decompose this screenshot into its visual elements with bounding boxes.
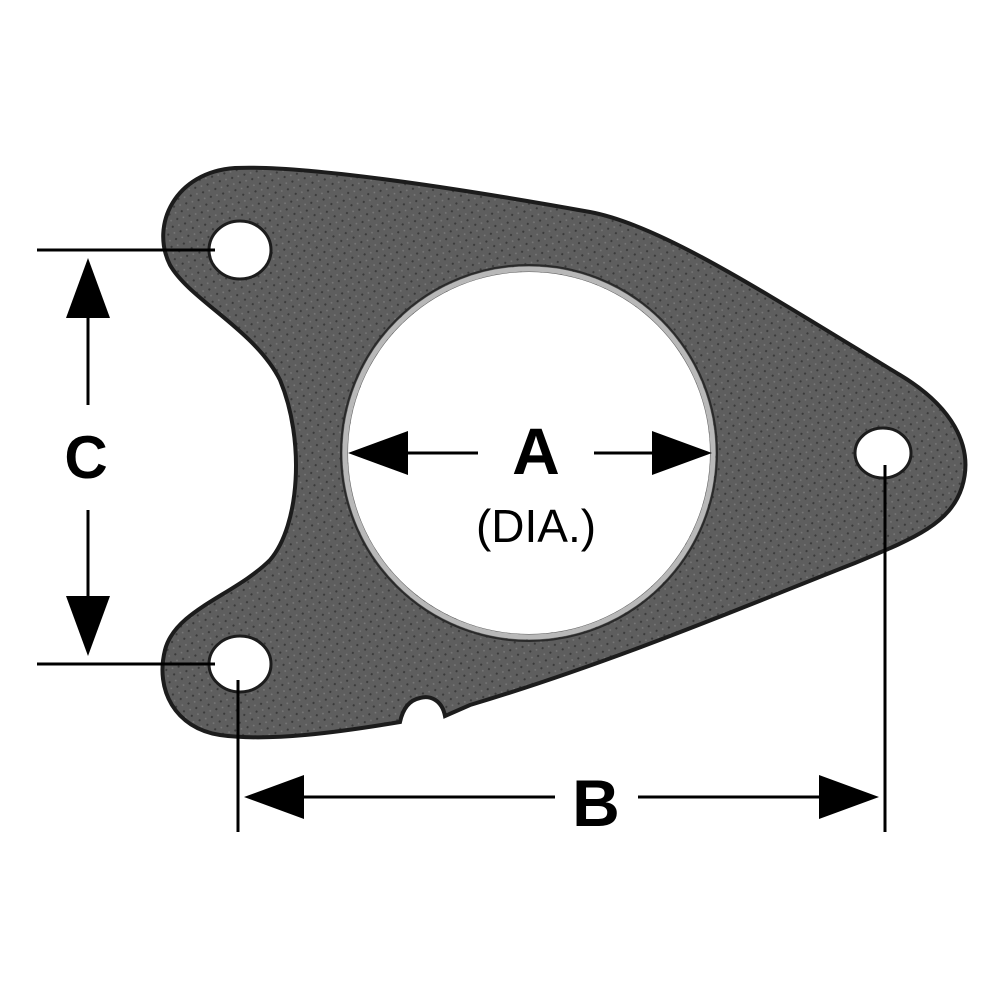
dimension-a bbox=[348, 431, 712, 475]
arrowhead-c-down bbox=[66, 596, 110, 656]
dimension-c bbox=[37, 248, 215, 666]
bolt-hole-top-left bbox=[207, 219, 273, 281]
arrowhead-a-right bbox=[652, 431, 712, 475]
arrowhead-b-left bbox=[244, 775, 304, 819]
label-a: A bbox=[512, 414, 560, 488]
arrowhead-b-right bbox=[819, 775, 879, 819]
bolt-hole-right bbox=[853, 426, 913, 480]
arrowhead-c-up bbox=[66, 258, 110, 318]
arrowhead-a-left bbox=[348, 431, 408, 475]
label-b: B bbox=[572, 766, 620, 840]
gasket-outline bbox=[160, 165, 968, 740]
dimension-b bbox=[236, 465, 887, 832]
label-a-note: (DIA.) bbox=[476, 500, 596, 552]
main-bore-rim bbox=[342, 266, 716, 640]
gasket-body bbox=[160, 165, 968, 740]
label-c: C bbox=[64, 424, 107, 491]
main-bore-edge bbox=[340, 264, 718, 642]
bolt-hole-bottom-left bbox=[207, 634, 273, 694]
